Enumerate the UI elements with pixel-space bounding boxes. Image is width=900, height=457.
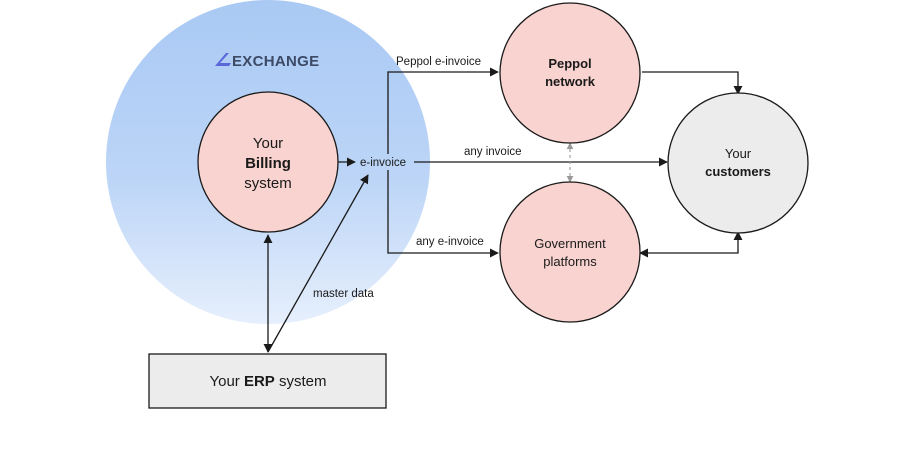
node-government-platforms: Government platforms xyxy=(499,181,641,323)
edge-government-customers xyxy=(639,231,743,258)
svg-text:Your ERP system: Your ERP system xyxy=(209,373,326,390)
label-any-einvoice: any e-invoice xyxy=(416,236,484,248)
billing-line1: Your xyxy=(253,135,283,152)
erp-pre: Your xyxy=(209,373,243,390)
label-peppol-einvoice: Peppol e-invoice xyxy=(396,56,481,68)
label-master-data: master data xyxy=(313,288,374,300)
billing-line3: system xyxy=(244,175,292,192)
peppol-line1: Peppol xyxy=(548,56,591,71)
label-any-invoice: any invoice xyxy=(464,146,522,158)
exchange-logo-mark-icon xyxy=(215,53,231,66)
peppol-line2: network xyxy=(545,74,596,89)
node-erp-system: Your ERP system xyxy=(148,353,387,409)
logo-text: EXCHANGE xyxy=(232,53,319,70)
government-line2: platforms xyxy=(543,254,597,269)
edge-to-government xyxy=(387,170,499,258)
node-your-customers: Your customers xyxy=(667,92,809,234)
label-einvoice: e-invoice xyxy=(360,157,406,169)
edge-to-peppol xyxy=(387,67,499,154)
node-peppol-network: Peppol network xyxy=(499,2,641,144)
customers-line2: customers xyxy=(705,164,771,179)
erp-bold: ERP xyxy=(244,373,275,390)
erp-post: system xyxy=(275,373,327,390)
billing-line2: Billing xyxy=(245,155,291,172)
node-billing-system: Your Billing system xyxy=(197,91,339,233)
government-line1: Government xyxy=(534,236,606,251)
customers-line1: Your xyxy=(725,146,752,161)
edge-peppol-to-customers xyxy=(642,71,743,95)
exchange-logo: EXCHANGE xyxy=(215,53,319,70)
edge-erp-master-data xyxy=(267,174,369,353)
